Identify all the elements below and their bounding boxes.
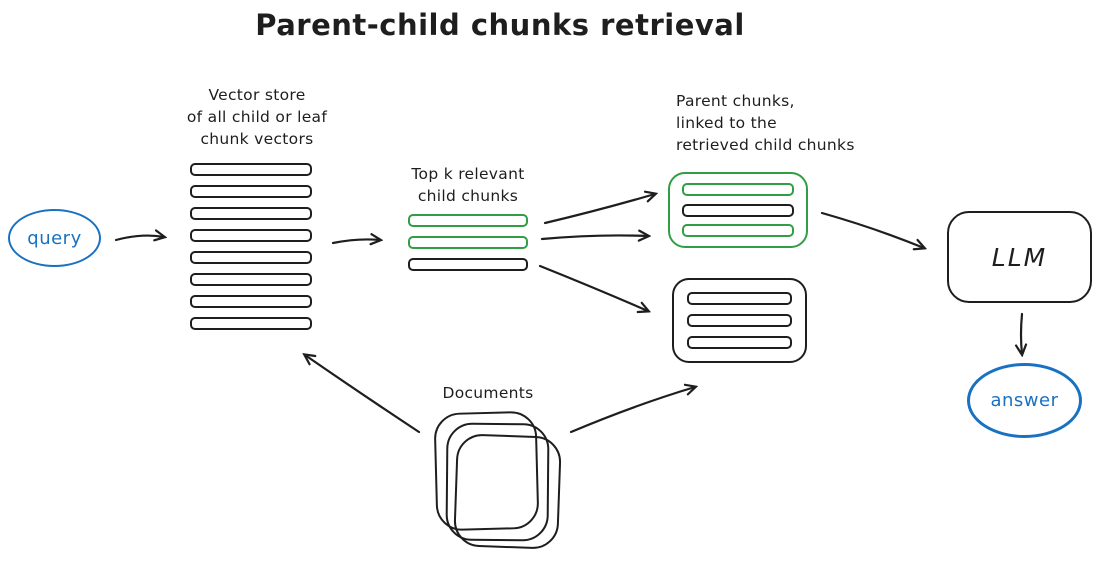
document-shape — [453, 433, 562, 550]
parent-chunk-bar-green — [682, 183, 794, 196]
arrow-green-box-to-llm — [820, 211, 924, 248]
arrow-top-k-3-to-black-box — [538, 264, 648, 311]
parent-chunks-black-box — [672, 278, 807, 363]
vector-store-label: Vector store of all child or leaf chunk … — [186, 86, 328, 148]
answer-node: answer — [967, 363, 1082, 438]
parent-chunks-label: Parent chunks, linked to the retrieved c… — [676, 92, 855, 154]
chunk-vector-bar — [190, 273, 312, 286]
arrow-top-k-2-to-green-box — [540, 235, 648, 239]
llm-node: LLM — [947, 211, 1092, 303]
chunk-vector-bar — [190, 317, 312, 330]
vector-store-stack — [190, 163, 312, 330]
parent-chunk-bar-green — [682, 224, 794, 237]
arrow-query-to-vector-store — [114, 236, 164, 240]
child-chunk-bar-green — [408, 214, 528, 227]
top-k-label: Top k relevant child chunks — [411, 165, 525, 205]
chunk-vector-bar — [190, 251, 312, 264]
documents-label: Documents — [442, 384, 534, 402]
arrow-llm-to-answer — [1021, 312, 1022, 354]
parent-chunk-bar-black — [682, 203, 794, 217]
parent-chunks-green-box — [668, 172, 808, 248]
arrow-documents-to-black-box — [569, 387, 695, 434]
parent-chunk-bar-black — [687, 314, 792, 327]
parent-chunk-bar-black — [687, 336, 792, 349]
arrow-documents-to-vector-store — [305, 355, 421, 434]
child-chunk-bar-green — [408, 236, 528, 249]
chunk-vector-bar — [190, 207, 312, 220]
query-label: query — [27, 227, 82, 249]
chunk-vector-bar — [190, 229, 312, 242]
query-node: query — [8, 209, 101, 267]
answer-label: answer — [990, 390, 1059, 411]
child-chunk-bar-black — [408, 258, 528, 271]
top-k-bars — [408, 214, 528, 271]
llm-label: LLM — [991, 242, 1048, 272]
diagram-title: Parent-child chunks retrieval — [255, 8, 745, 42]
parent-chunk-bar-black — [687, 292, 792, 305]
chunk-vector-bar — [190, 295, 312, 308]
chunk-vector-bar — [190, 163, 312, 176]
chunk-vector-bar — [190, 185, 312, 198]
arrow-top-k-1-to-green-box — [543, 194, 655, 225]
arrow-vector-store-to-top-k — [331, 239, 380, 243]
